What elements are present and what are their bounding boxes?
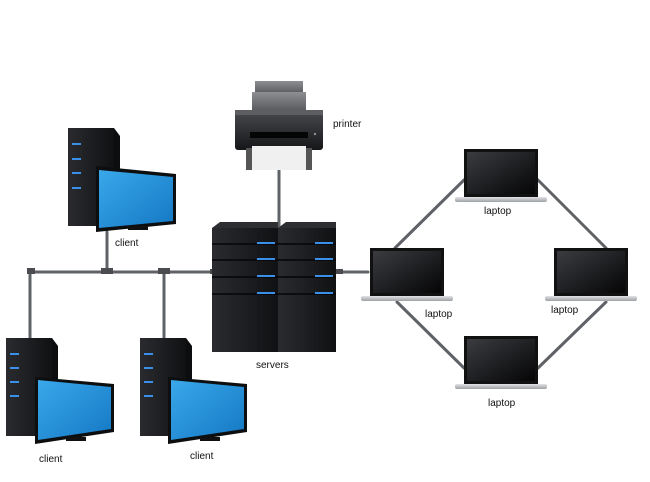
cable-laptop-right-bottom — [536, 300, 608, 370]
cable-laptop-left-top — [393, 178, 466, 250]
cable-laptop-bottom-left — [395, 300, 466, 370]
laptop-bottom-icon[interactable] — [455, 336, 547, 389]
label-laptop-right: laptop — [551, 305, 579, 316]
label-servers: servers — [256, 360, 289, 371]
label-laptop-left: laptop — [425, 309, 453, 320]
label-laptop-bottom: laptop — [488, 398, 516, 409]
client-bottom-left-icon[interactable] — [6, 338, 114, 444]
laptop-right-icon[interactable] — [545, 248, 637, 301]
label-printer: printer — [333, 119, 362, 130]
connector — [335, 269, 343, 274]
laptop-left-icon[interactable] — [361, 248, 453, 301]
connector — [158, 268, 170, 274]
label-client-top: client — [115, 238, 139, 249]
connector — [101, 268, 113, 274]
label-laptop-top: laptop — [484, 206, 512, 217]
client-top-icon[interactable] — [68, 128, 176, 232]
label-client-bottom-left: client — [39, 454, 63, 465]
client-bottom-middle-icon[interactable] — [140, 338, 247, 444]
cable-laptop-top-right — [536, 178, 608, 250]
printer-icon[interactable] — [235, 81, 323, 170]
server-rack-icon[interactable] — [212, 222, 336, 352]
laptop-top-icon[interactable] — [455, 149, 547, 202]
label-client-bottom-middle: client — [190, 451, 214, 462]
connector — [27, 268, 35, 274]
